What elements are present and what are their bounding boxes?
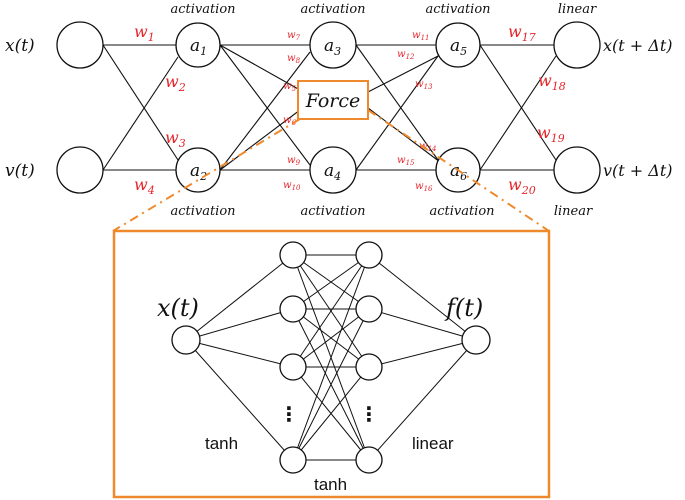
detail-frame	[112, 229, 551, 499]
weight-w11: w11	[412, 30, 429, 42]
layer-label-top-1: activation	[170, 2, 235, 17]
callout-left-line	[112, 118, 301, 232]
weight-w5: w5	[283, 81, 297, 93]
top-network-edges	[102, 44, 557, 171]
detail-middle-activation: tanh	[314, 475, 347, 494]
output-node-x	[553, 21, 601, 69]
input-node-v	[56, 146, 104, 194]
layer-label-top-2: activation	[300, 2, 365, 17]
detail-network-edges	[185, 254, 477, 461]
edge-a2-a3	[219, 51, 311, 171]
layer-label-top-3: activation	[425, 2, 490, 17]
edge-a5-vout	[479, 44, 557, 161]
weight-w2: w2	[165, 72, 186, 94]
detail-input-node	[171, 325, 201, 355]
input-node-x	[56, 21, 104, 69]
detail-hidden2-node	[355, 446, 383, 474]
edge-x-a2	[102, 44, 179, 161]
detail-edge	[368, 339, 477, 368]
node-label-a4: a4	[324, 161, 341, 183]
hidden-node-a4	[309, 146, 357, 194]
zoom-callout	[112, 109, 551, 499]
hidden-node-a3	[309, 21, 357, 69]
detail-hidden1-node	[279, 353, 307, 381]
detail-edge	[292, 254, 370, 461]
weight-w12: w12	[397, 49, 415, 61]
force-label: Force	[305, 90, 361, 112]
weight-w8: w8	[287, 53, 301, 65]
weight-w1: w1	[134, 22, 155, 44]
detail-hidden2-node	[355, 295, 383, 323]
detail-right-activation: linear	[412, 434, 454, 453]
input-label-x: x(t)	[5, 36, 35, 56]
hidden-node-a1	[175, 22, 221, 68]
detail-edge	[368, 339, 477, 461]
weight-w10: w10	[283, 180, 301, 192]
input-label-v: v(t)	[5, 161, 35, 181]
edge-force-a5	[367, 54, 441, 93]
edge-a6-xout	[479, 55, 557, 171]
weight-w7: w7	[287, 30, 301, 42]
weight-w6: w6	[283, 115, 297, 127]
weight-labels: w1 w2 w3 w4 w17 w18 w19 w20 w7 w8 w5 w6 …	[134, 22, 566, 197]
weight-w17: w17	[508, 22, 536, 44]
detail-hidden1-node	[279, 295, 307, 323]
detail-hidden2-node	[355, 241, 383, 269]
output-node-v	[553, 146, 601, 194]
weight-w19: w19	[537, 123, 565, 145]
node-label-a6: a6	[450, 161, 467, 183]
node-label-a1: a1	[190, 36, 207, 58]
detail-output-node	[461, 325, 491, 355]
edge-a3-a6	[355, 44, 439, 161]
weight-w16: w16	[415, 181, 433, 193]
node-label-a5: a5	[450, 36, 467, 58]
node-label-a3: a3	[324, 36, 341, 58]
edge-a4-a5	[355, 55, 439, 171]
weight-w9: w9	[287, 155, 301, 167]
weight-w18: w18	[538, 71, 566, 93]
detail-edge	[185, 254, 294, 341]
weight-w20: w20	[508, 175, 536, 197]
detail-network-nodes	[171, 241, 491, 474]
edge-v-a1	[102, 56, 179, 171]
detail-edge	[368, 254, 477, 341]
hidden-node-a2	[175, 147, 221, 193]
detail-edge	[185, 308, 294, 341]
detail-edge	[292, 254, 370, 368]
edge-a1-force	[219, 44, 301, 91]
layer-label-bottom-4: linear	[554, 204, 593, 219]
layer-labels: activation activation activation linear …	[170, 2, 596, 219]
detail-edge	[185, 339, 294, 368]
detail-edge	[185, 339, 294, 461]
detail-edge	[368, 308, 477, 341]
detail-edge	[292, 308, 370, 368]
weight-w15: w15	[397, 155, 415, 167]
detail-hidden2-node	[355, 353, 383, 381]
edge-a1-a4	[219, 44, 311, 166]
layer-label-bottom-1: activation	[170, 204, 235, 219]
detail-edge	[292, 308, 370, 461]
detail-hidden1-node	[279, 446, 307, 474]
detail-input-label: x(t)	[157, 294, 199, 322]
detail-output-label: f(t)	[444, 294, 483, 322]
hidden-node-a5	[435, 22, 481, 68]
weight-w4: w4	[134, 175, 155, 197]
output-label-v: v(t + Δt)	[603, 161, 673, 180]
output-label-x: x(t + Δt)	[603, 36, 673, 55]
callout-right-line	[367, 109, 550, 232]
detail-edge	[292, 254, 370, 310]
weight-w3: w3	[165, 128, 186, 150]
detail-ellipsis-right: ⋮	[359, 404, 379, 426]
layer-label-bottom-2: activation	[300, 204, 365, 219]
layer-label-bottom-3: activation	[429, 204, 494, 219]
force-box	[297, 80, 369, 120]
detail-edge	[292, 366, 370, 461]
detail-hidden1-node	[279, 241, 307, 269]
detail-ellipsis-left: ⋮	[279, 404, 299, 426]
weight-w13: w13	[415, 79, 433, 91]
detail-left-activation: tanh	[205, 434, 238, 453]
layer-label-top-4: linear	[558, 2, 597, 17]
